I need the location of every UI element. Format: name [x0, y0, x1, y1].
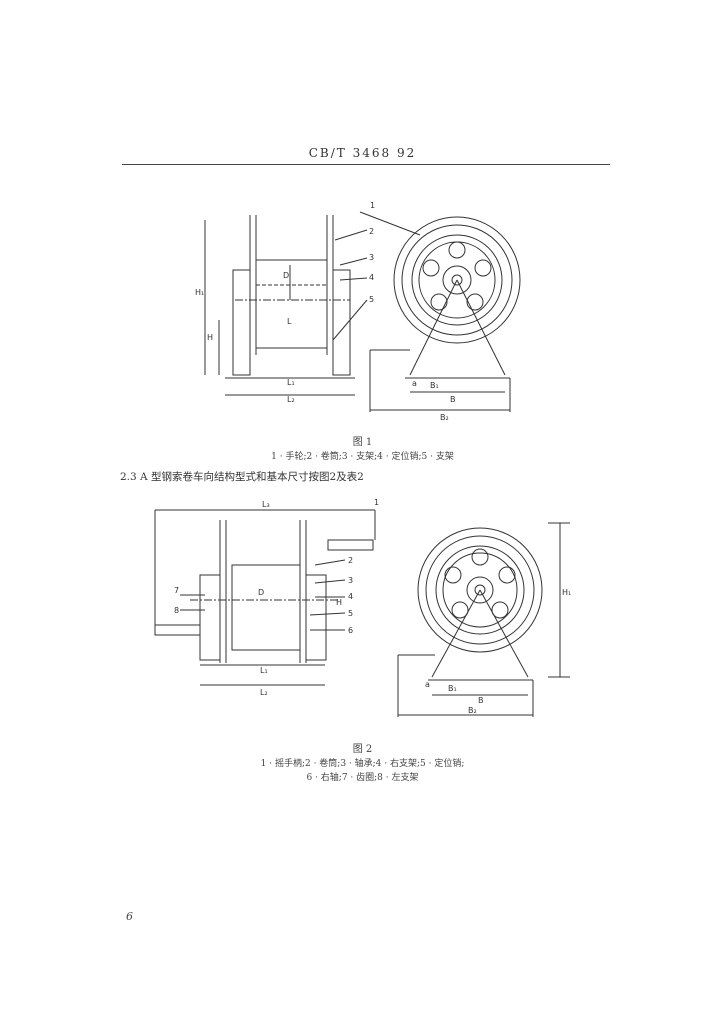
figure-1-front-view — [359, 211, 521, 412]
figure-1-callout-5: 5 — [369, 295, 374, 304]
figure-1-dim-b: B — [450, 395, 456, 404]
figure-1-legend: 1 · 手轮;2 · 卷筒;3 · 支架;4 · 定位销;5 · 支架 — [271, 452, 454, 462]
figure-2-callout-5: 5 — [348, 609, 353, 618]
figure-1-dim-h1: H₁ — [195, 288, 204, 297]
figure-2-dim-h1: H₁ — [562, 588, 571, 597]
figure-2-callout-3: 3 — [348, 576, 353, 585]
figure-1-caption: 图 1 — [352, 437, 373, 448]
section-2-3-text: 2.3 A 型钢索卷车向结构型式和基本尺寸按图2及表2 — [120, 471, 364, 483]
figure-1-drawing: 1 2 3 4 5 H₁ H D L L₁ L₂ B₁ B B₂ a — [195, 201, 521, 422]
figure-1-callout-3: 3 — [369, 253, 374, 262]
figure-1-dim-l2: L₂ — [287, 395, 295, 404]
figure-2-drawing: 1 2 3 4 5 6 7 8 L₃ H₁ H L₁ L₂ B₁ B B₂ a … — [154, 498, 571, 717]
figure-2-legend-line-1: 1 · 摇手柄;2 · 卷筒;3 · 轴承;4 · 右支架;5 · 定位销; — [260, 759, 465, 769]
figure-2-dim-l1: L₁ — [260, 666, 268, 675]
header-rule — [122, 164, 610, 165]
figure-2-dim-d: D — [258, 588, 264, 597]
figure-2-callout-8: 8 — [174, 606, 179, 615]
figure-2-front-view — [397, 522, 570, 717]
page-header: CB/T 3468 92 — [308, 146, 417, 160]
figure-2-dim-l2: L₂ — [260, 688, 268, 697]
figure-2-caption: 图 2 — [352, 744, 373, 755]
figure-2-callout-2: 2 — [348, 556, 353, 565]
figure-1-callout-4: 4 — [369, 273, 374, 282]
figure-1-dim-b2: B₂ — [440, 413, 449, 422]
figure-1-side-view — [204, 215, 368, 396]
figure-2-dim-b1: B₁ — [448, 684, 457, 693]
figure-1-dim-l: L — [287, 317, 292, 326]
figure-2-callout-7: 7 — [174, 586, 179, 595]
figure-2-dim-h: H — [336, 598, 342, 607]
page-number: 6 — [126, 910, 133, 923]
figure-2-side-view — [154, 509, 376, 686]
figure-1-dim-l1: L₁ — [287, 378, 295, 387]
figure-2-callout-6: 6 — [348, 626, 353, 635]
figure-2-dim-b2: B₂ — [468, 706, 477, 715]
figure-2-callout-1: 1 — [374, 498, 379, 507]
figure-2-callout-4: 4 — [348, 592, 353, 601]
figure-1-dim-a: a — [412, 379, 417, 388]
figure-2-legend-line-2: 6 · 右轴;7 · 齿圈;8 · 左支架 — [306, 773, 419, 783]
figure-1-dim-b1: B₁ — [430, 381, 439, 390]
figure-2-dim-l3: L₃ — [262, 500, 270, 509]
figure-1-dim-h: H — [207, 333, 213, 342]
figure-1-callout-1: 1 — [370, 201, 375, 210]
figure-1-dim-d: D — [283, 271, 289, 280]
figure-2-dim-b: B — [478, 696, 484, 705]
figure-2-dim-a: a — [425, 680, 430, 689]
figure-1-callout-2: 2 — [369, 227, 374, 236]
